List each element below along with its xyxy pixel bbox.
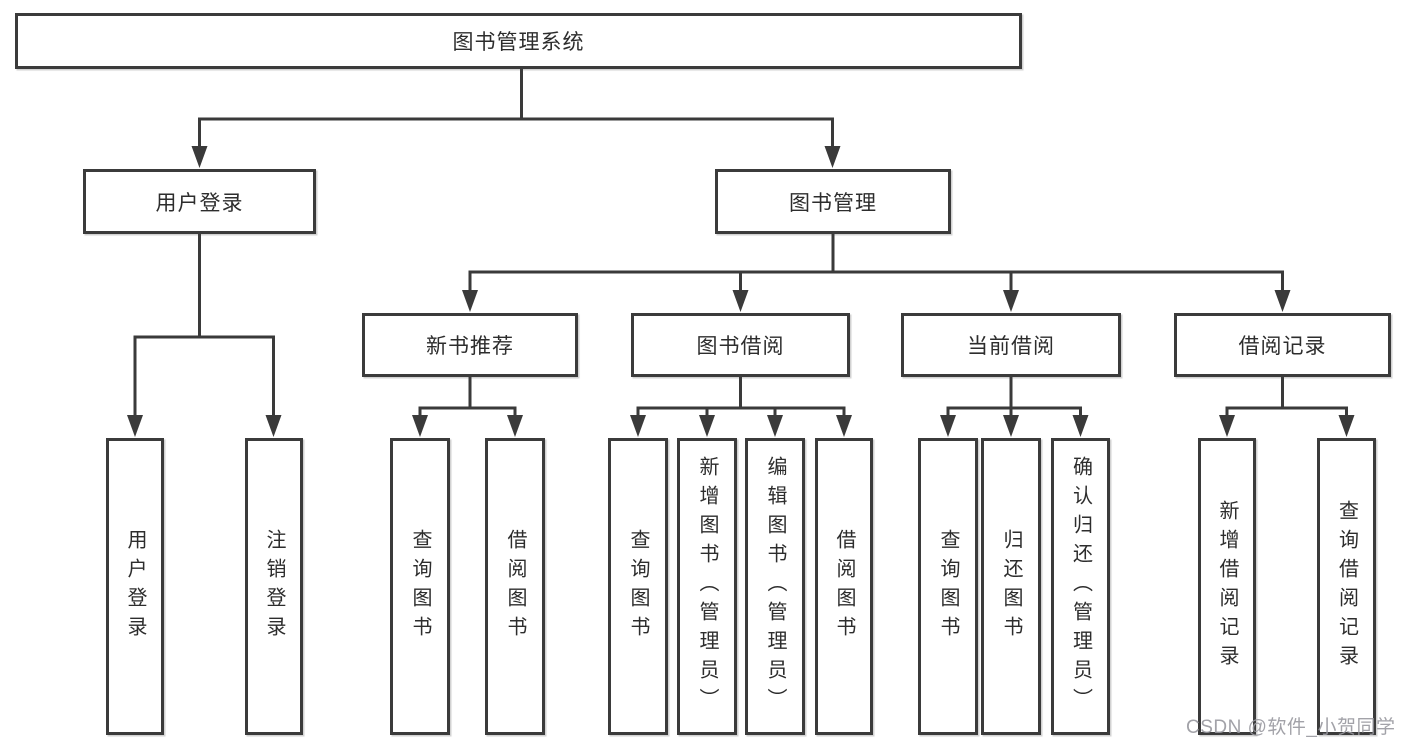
arrow-down-icon <box>127 415 143 437</box>
leaf-label: 查询图书 <box>627 528 649 645</box>
leaf-label: 用户登录 <box>124 528 146 645</box>
arrow-down-icon <box>767 415 783 437</box>
arrow-down-icon <box>462 290 478 312</box>
node-borrow-records: 借阅记录 <box>1174 313 1391 377</box>
arrow-down-icon <box>1338 415 1355 437</box>
leaf-query-book-recommend: 查询图书 <box>390 438 450 735</box>
leaf-borrow-book-recommend: 借阅图书 <box>485 438 545 735</box>
node-user-login: 用户登录 <box>83 169 316 234</box>
leaf-query-book-current: 查询图书 <box>918 438 978 735</box>
arrow-down-icon <box>630 415 646 437</box>
node-current-borrow: 当前借阅 <box>901 313 1121 377</box>
leaf-label: 归还图书 <box>1000 528 1022 645</box>
arrow-down-icon <box>1274 290 1291 312</box>
arrow-down-icon <box>836 415 852 437</box>
node-book-borrow: 图书借阅 <box>631 313 850 377</box>
connector-root-to-level2 <box>198 69 834 148</box>
leaf-confirm-return-admin: 确认归还（管理员） <box>1051 438 1110 735</box>
leaf-label: 确认归还（管理员） <box>1069 456 1092 717</box>
connector-current-to-leaves <box>946 377 1082 418</box>
connector-rec-to-leaves <box>418 377 517 418</box>
arrow-down-icon <box>191 146 208 168</box>
leaf-label: 编辑图书（管理员） <box>764 456 786 717</box>
leaf-query-borrow-record: 查询借阅记录 <box>1317 438 1376 735</box>
leaf-label: 注销登录 <box>263 528 285 645</box>
leaf-label: 查询图书 <box>409 528 431 645</box>
connector-mgmt-to-level3 <box>468 234 1284 292</box>
connector-login-to-leaves <box>133 234 275 417</box>
arrow-down-icon <box>940 415 956 437</box>
leaf-logout: 注销登录 <box>245 438 303 735</box>
arrow-down-icon <box>507 415 523 437</box>
leaf-label: 借阅图书 <box>833 528 855 645</box>
arrowheads <box>127 146 1355 437</box>
arrow-down-icon <box>732 290 749 312</box>
leaf-user-login: 用户登录 <box>106 438 164 735</box>
leaf-edit-book-admin: 编辑图书（管理员） <box>745 438 805 735</box>
leaf-label: 新增图书（管理员） <box>696 456 718 717</box>
leaf-label: 借阅图书 <box>504 528 526 645</box>
arrow-down-icon <box>824 146 841 168</box>
node-book-management: 图书管理 <box>715 169 951 234</box>
leaf-add-book-admin: 新增图书（管理员） <box>677 438 737 735</box>
arrow-down-icon <box>265 415 282 437</box>
arrow-down-icon <box>699 415 715 437</box>
leaf-label: 查询图书 <box>937 528 959 645</box>
connector-record-to-leaves <box>1225 377 1348 418</box>
arrow-down-icon <box>412 415 428 437</box>
watermark: CSDN @软件_小贺同学 <box>1186 717 1396 738</box>
leaf-label: 新增借阅记录 <box>1216 499 1238 674</box>
leaf-borrow-book: 借阅图书 <box>815 438 873 735</box>
arrow-down-icon <box>1219 415 1235 437</box>
leaf-query-book-borrow: 查询图书 <box>608 438 668 735</box>
node-root: 图书管理系统 <box>15 13 1022 69</box>
leaf-label: 查询借阅记录 <box>1335 499 1358 674</box>
connector-borrow-to-leaves <box>636 377 846 418</box>
arrow-down-icon <box>1072 415 1089 437</box>
leaf-return-book: 归还图书 <box>981 438 1041 735</box>
leaf-add-borrow-record: 新增借阅记录 <box>1198 438 1256 735</box>
node-new-book-recommend: 新书推荐 <box>362 313 578 377</box>
arrow-down-icon <box>1003 415 1019 437</box>
arrow-down-icon <box>1003 290 1019 312</box>
